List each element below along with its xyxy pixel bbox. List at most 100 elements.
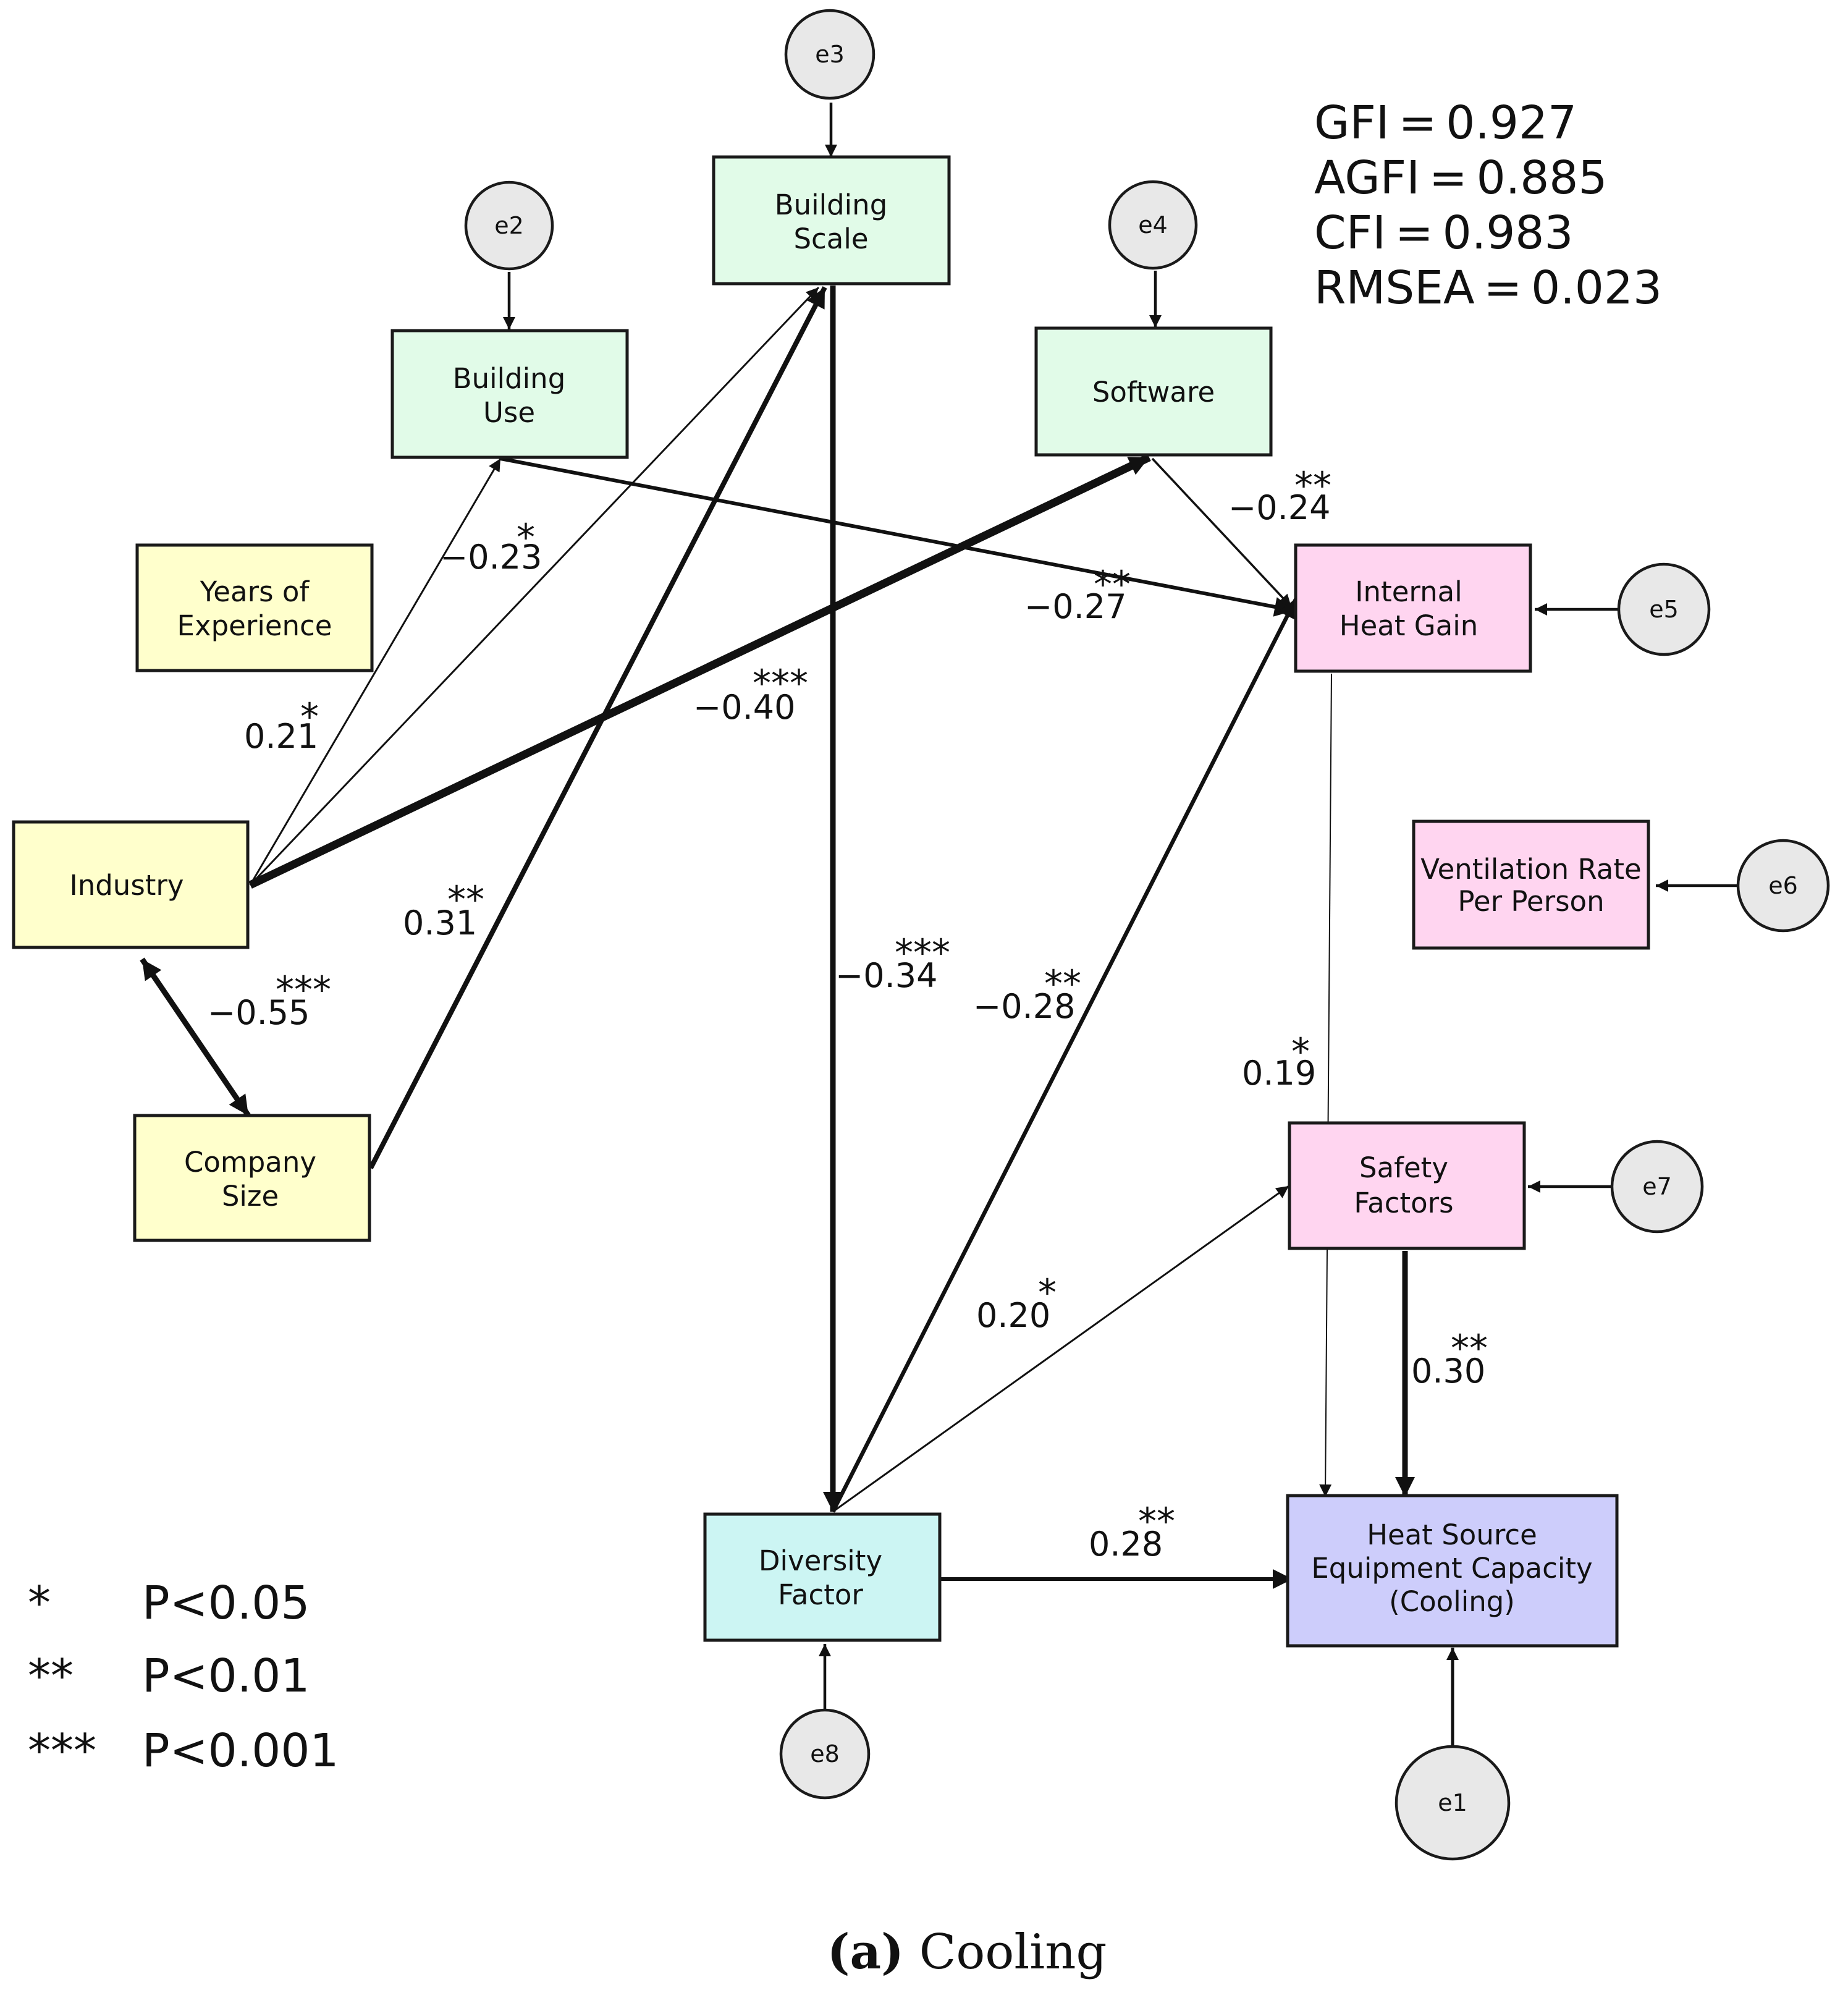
error-e4: e4 [1108, 180, 1198, 270]
box-ventilation-rate-line-1: Ventilation Rate [1420, 853, 1641, 886]
coef-industry-to-software: −0.40 [693, 688, 795, 727]
error-e8-label: e8 [810, 1740, 840, 1768]
arrow-building-use-to-internal-heat-gain [500, 457, 1295, 617]
error-e2: e2 [464, 180, 554, 271]
box-software-line-1: Software [1092, 376, 1215, 409]
legend-label-2: P<0.01 [142, 1649, 310, 1703]
box-industry: Industry [12, 820, 250, 949]
sig-internal-heat-gain-to-heat-source: * [1291, 1030, 1310, 1073]
box-building-use-line-1: Building [453, 362, 566, 395]
box-heat-source-equipment-capacity: Heat Source Equipment Capacity (Cooling) [1286, 1494, 1619, 1648]
box-internal-heat-gain-line-1: Internal [1355, 575, 1462, 608]
sig-software-to-internal-heat-gain: ** [1294, 464, 1331, 507]
box-diversity-factor-line-2: Factor [778, 1578, 863, 1611]
box-heat-source-line-1: Heat Source [1367, 1518, 1537, 1551]
box-diversity-factor-line-1: Diversity [759, 1544, 882, 1577]
legend-stars-1: * [28, 1577, 51, 1630]
box-heat-source-line-2: Equipment Capacity [1311, 1552, 1592, 1585]
caption-letter: (a) [827, 1924, 904, 1980]
coef-building-use-to-internal-heat-gain: −0.27 [1024, 587, 1126, 626]
box-building-scale-line-2: Scale [793, 222, 868, 255]
sig-diversity-factor-to-heat-source: ** [1138, 1500, 1175, 1543]
fit-agfi: AGFI = 0.885 [1314, 151, 1607, 205]
arrow-industry-company-size-correlation [140, 957, 251, 1117]
coef-industry-to-building-use: 0.21 [244, 717, 318, 756]
coef-software-to-internal-heat-gain: −0.24 [1228, 488, 1330, 527]
box-safety-factors: Safety Factors [1288, 1121, 1526, 1250]
box-ventilation-rate-per-person: Ventilation Rate Per Person [1412, 819, 1650, 950]
legend-stars-2: ** [28, 1649, 74, 1703]
fit-cfi: CFI = 0.983 [1314, 206, 1573, 260]
coef-diversity-factor-to-safety-factors: 0.20 [976, 1296, 1050, 1335]
box-building-use: Building Use [390, 329, 629, 459]
box-safety-factors-line-1: Safety [1359, 1151, 1448, 1184]
coef-internal-heat-gain-to-heat-source: 0.19 [1242, 1054, 1316, 1093]
error-e7-label: e7 [1642, 1173, 1672, 1200]
box-building-scale-line-1: Building [775, 188, 888, 221]
sig-industry-company-size-correlation: *** [276, 968, 331, 1012]
sig-company-size-to-building-scale: ** [447, 878, 484, 921]
coef-diversity-factor-to-heat-source: 0.28 [1089, 1525, 1163, 1564]
arrow-industry-to-building-scale [249, 286, 820, 886]
arrow-company-size-to-building-scale [368, 286, 827, 1169]
significance-legend: * P<0.05 ** P<0.01 *** P<0.001 [28, 1577, 339, 1777]
fit-rmsea: RMSEA = 0.023 [1314, 261, 1662, 315]
box-software: Software [1034, 326, 1273, 457]
sig-diversity-factor-to-internal-heat-gain: ** [1044, 962, 1081, 1006]
box-years-of-experience-line-2: Experience [177, 609, 332, 642]
box-years-of-experience: Years of Experience [135, 543, 374, 672]
box-heat-source-line-3: (Cooling) [1389, 1585, 1515, 1618]
coef-diversity-factor-to-internal-heat-gain: −0.28 [973, 987, 1075, 1026]
box-safety-factors-line-2: Factors [1354, 1187, 1453, 1219]
sig-building-use-to-internal-heat-gain: ** [1094, 563, 1131, 606]
coef-company-size-to-building-scale: 0.31 [403, 904, 477, 942]
box-diversity-factor: Diversity Factor [703, 1512, 942, 1642]
coef-building-scale-to-diversity-factor: −0.34 [835, 956, 937, 995]
sig-safety-factors-to-heat-source: ** [1451, 1327, 1488, 1370]
path-coefficients: 0.21 * −0.23 * −0.40 *** −0.24 ** −0.27 … [208, 464, 1488, 1564]
error-e8: e8 [779, 1708, 871, 1800]
coef-industry-company-size-correlation: −0.55 [208, 993, 310, 1032]
fit-gfi: GFI = 0.927 [1314, 96, 1577, 150]
box-ventilation-rate-line-2: Per Person [1458, 885, 1604, 918]
fit-indices: GFI = 0.927 AGFI = 0.885 CFI = 0.983 RMS… [1314, 96, 1662, 315]
path-arrows [140, 103, 1737, 1747]
error-e1-label: e1 [1438, 1789, 1467, 1816]
arrow-software-to-internal-heat-gain [1151, 457, 1293, 608]
arrow-diversity-factor-to-internal-heat-gain [831, 597, 1298, 1513]
box-industry-line-1: Industry [69, 869, 184, 902]
error-e1: e1 [1394, 1745, 1511, 1861]
box-years-of-experience-line-1: Years of [200, 575, 310, 608]
arrow-internal-heat-gain-to-heat-source [1319, 673, 1332, 1497]
error-e2-label: e2 [494, 212, 524, 239]
error-e5-label: e5 [1649, 596, 1679, 623]
figure-caption: (a) Cooling [827, 1924, 1107, 1980]
error-e6: e6 [1736, 839, 1830, 933]
error-e3: e3 [784, 9, 875, 100]
box-company-size: Company Size [133, 1114, 371, 1242]
coef-industry-to-building-scale: −0.23 [440, 538, 542, 577]
sig-diversity-factor-to-safety-factors: * [1038, 1271, 1057, 1315]
error-e6-label: e6 [1768, 872, 1798, 899]
box-internal-heat-gain-line-2: Heat Gain [1340, 609, 1479, 642]
caption-text: Cooling [904, 1925, 1107, 1980]
error-e3-label: e3 [815, 41, 845, 68]
error-e4-label: e4 [1138, 211, 1168, 239]
arrow-industry-to-building-use [249, 458, 502, 886]
sig-industry-to-building-scale: * [517, 516, 535, 559]
error-e5: e5 [1617, 562, 1711, 656]
legend-label-3: P<0.001 [142, 1724, 339, 1777]
sig-industry-to-software: *** [753, 662, 808, 705]
arrow-industry-to-software [248, 454, 1151, 889]
sig-industry-to-building-use: * [300, 695, 319, 739]
error-e7: e7 [1610, 1140, 1704, 1234]
legend-stars-3: *** [28, 1724, 96, 1777]
box-internal-heat-gain: Internal Heat Gain [1294, 543, 1532, 673]
arrow-diversity-factor-to-safety-factors [832, 1185, 1289, 1513]
legend-label-1: P<0.05 [142, 1577, 310, 1630]
box-building-scale: Building Scale [712, 155, 951, 286]
box-company-size-line-1: Company [184, 1146, 316, 1179]
coef-safety-factors-to-heat-source: 0.30 [1411, 1352, 1485, 1391]
